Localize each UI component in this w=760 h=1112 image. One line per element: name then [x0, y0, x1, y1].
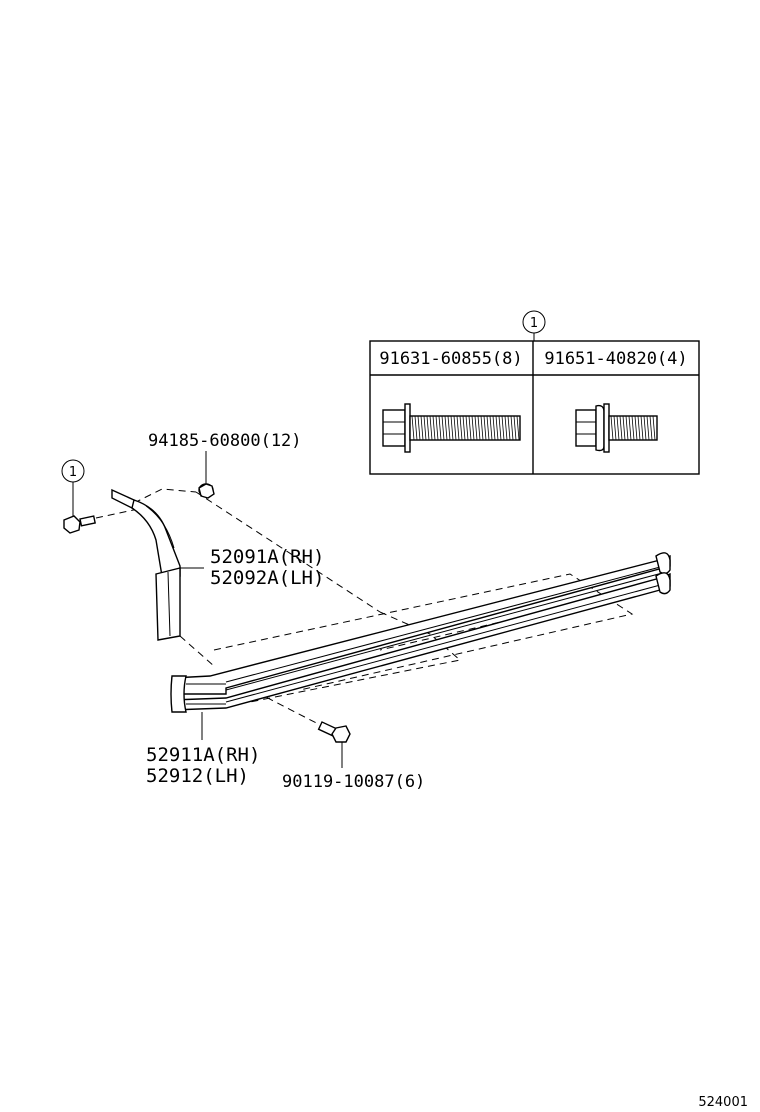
callout-bolt-left: 1: [61, 459, 139, 534]
bracket-lh-part-number: 52092A(LH): [210, 567, 324, 589]
bolt-with-washer-icon: [575, 403, 658, 453]
bolt-part-number: 90119-10087(6): [282, 772, 425, 792]
nut-part-number: 94185-60800(12): [148, 431, 302, 451]
nut-icon: [198, 483, 215, 499]
running-board: 52911A(RH) 52912(LH): [146, 491, 671, 787]
step-rh-part-number: 52911A(RH): [146, 744, 260, 766]
bolt-callout: 90119-10087(6): [282, 721, 425, 792]
flange-bolt-icon: [382, 403, 521, 453]
step-lh-part-number: 52912(LH): [146, 765, 249, 787]
figure-code: 524001: [698, 1095, 748, 1110]
table-col2-part-number: 91651-40820(4): [544, 349, 687, 369]
fastener-table: 1 91631-60855(8) 91651-40820(4): [369, 310, 700, 475]
table-border: [369, 340, 700, 475]
bolt-icon-left: [63, 515, 96, 534]
step-bracket: 52091A(RH) 52092A(LH): [111, 488, 324, 641]
callout-number-left: 1: [69, 465, 77, 480]
bracket-rh-part-number: 52091A(RH): [210, 546, 324, 568]
callout-number-table: 1: [530, 316, 538, 331]
bolt-icon-bottom: [317, 721, 351, 743]
nut-callout: 94185-60800(12): [148, 431, 302, 499]
table-col1-part-number: 91631-60855(8): [379, 349, 522, 369]
